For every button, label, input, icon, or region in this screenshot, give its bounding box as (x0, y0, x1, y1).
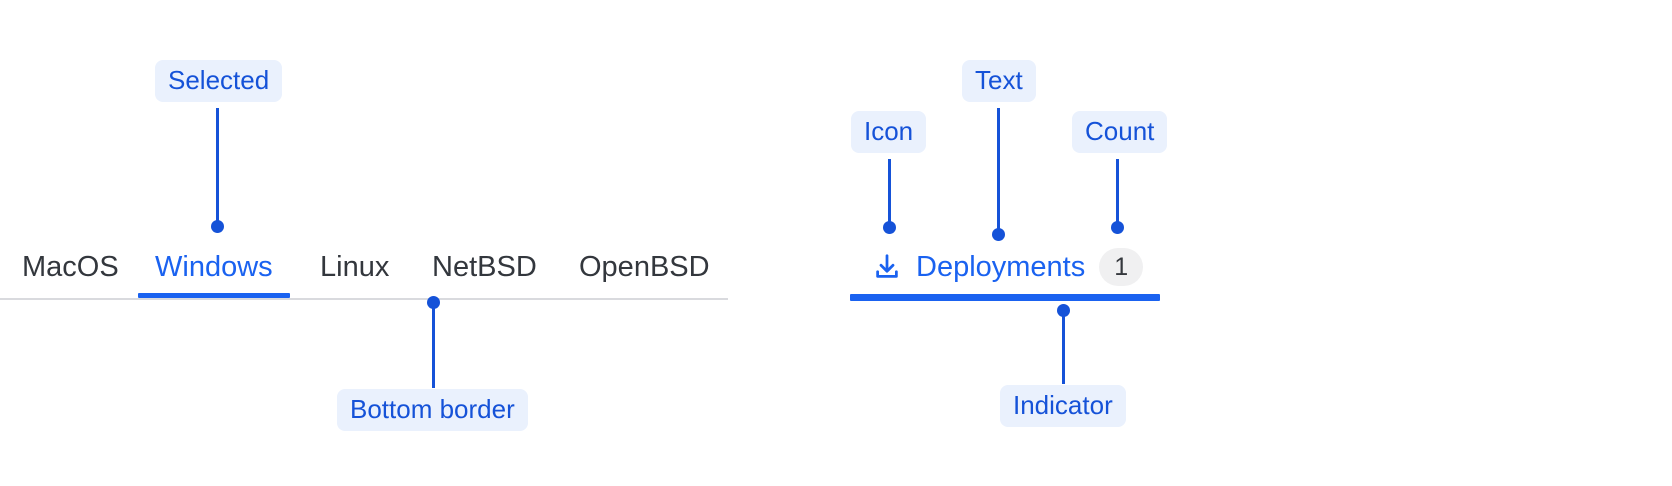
tab-windows-indicator (138, 293, 290, 298)
connector-dot-count (1111, 221, 1124, 234)
tab-linux-label: Linux (320, 251, 390, 283)
tab-macos[interactable]: MacOS (22, 244, 119, 290)
callout-count: Count (1072, 111, 1168, 154)
callout-bottom-border: Bottom border (337, 389, 528, 432)
tab-macos-label: MacOS (22, 251, 119, 283)
download-icon (872, 252, 902, 282)
callout-icon: Icon (851, 111, 927, 154)
connector-dot-selected (211, 220, 224, 233)
tab-deployments[interactable]: Deployments 1 (850, 244, 1160, 301)
connector-line-selected (216, 108, 219, 226)
tab-deployments-indicator (850, 294, 1160, 301)
tab-strip-os: MacOS Windows Linux NetBSD OpenBSD (0, 244, 728, 300)
tab-openbsd[interactable]: OpenBSD (579, 244, 710, 290)
tab-netbsd[interactable]: NetBSD (432, 244, 537, 290)
tab-netbsd-label: NetBSD (432, 251, 537, 283)
tab-openbsd-label: OpenBSD (579, 251, 710, 283)
tab-windows-label: Windows (155, 251, 273, 283)
callout-selected: Selected (155, 60, 283, 103)
connector-line-indicator (1062, 310, 1065, 384)
tab-linux[interactable]: Linux (320, 244, 389, 290)
connector-line-bottom-border (432, 302, 435, 388)
deployments-count-badge: 1 (1099, 248, 1144, 286)
callout-indicator: Indicator (1000, 385, 1126, 428)
connector-dot-icon (883, 221, 896, 234)
tab-windows[interactable]: Windows (138, 244, 290, 298)
connector-dot-text (992, 228, 1005, 241)
connector-line-icon (888, 159, 891, 226)
callout-text: Text (962, 60, 1036, 103)
tab-deployments-label: Deployments (916, 250, 1086, 283)
tab-deployments-content: Deployments 1 (872, 244, 1144, 290)
connector-line-count (1116, 159, 1119, 226)
connector-line-text (997, 108, 1000, 230)
